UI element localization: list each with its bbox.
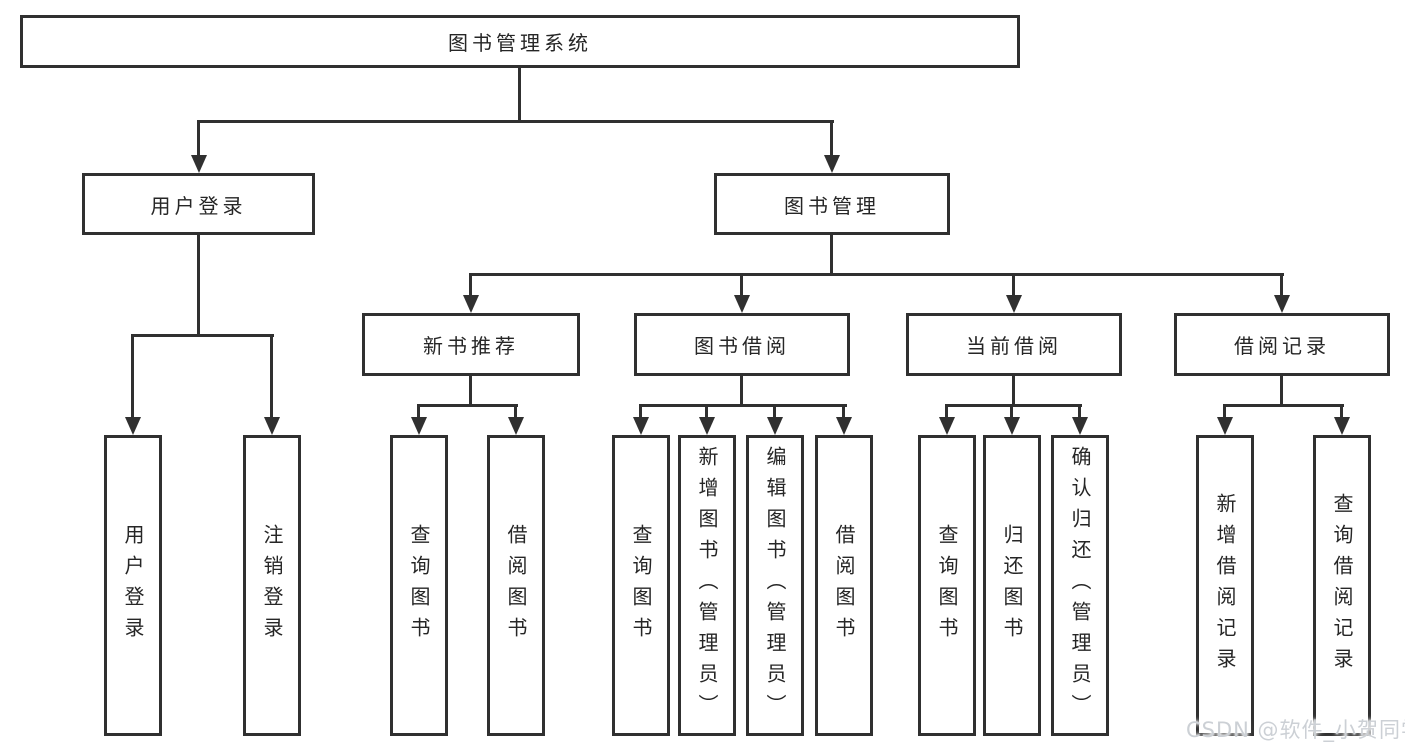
leaf-label: 用户登录	[121, 523, 145, 648]
connector-branch	[1223, 404, 1344, 407]
connector-stem	[1078, 406, 1081, 419]
connector-stem	[705, 406, 708, 419]
connector-bookmgmt-stub	[830, 235, 833, 275]
connector-stem	[830, 122, 833, 157]
leaf-add-book-admin: 新增图书（管理员）	[678, 435, 736, 736]
connector-stem	[469, 275, 472, 297]
leaf-query-books-recommend: 查询图书	[390, 435, 448, 736]
node-book-borrowing: 图书借阅	[634, 313, 850, 376]
connector-branch	[639, 404, 847, 407]
leaf-return-books: 归还图书	[983, 435, 1041, 736]
leaf-confirm-return-admin: 确认归还（管理员）	[1051, 435, 1109, 736]
connector-stem	[514, 406, 517, 419]
node-user-login: 用户登录	[82, 173, 315, 235]
arrow-down-icon	[939, 417, 955, 435]
connector-userlogin-stub	[197, 235, 200, 336]
connector-stem	[740, 275, 743, 297]
arrow-down-icon	[1217, 417, 1233, 435]
csdn-watermark: CSDN @软件_小贺同学	[1186, 718, 1405, 742]
leaf-query-books-current: 查询图书	[918, 435, 976, 736]
connector-stem	[1010, 406, 1013, 419]
arrow-down-icon	[264, 417, 280, 435]
connector-stem	[1280, 275, 1283, 297]
node-label: 图书管理系统	[448, 31, 592, 55]
connector-level1-branch	[197, 120, 834, 123]
arrow-down-icon	[1334, 417, 1350, 435]
arrow-down-icon	[824, 155, 840, 173]
arrow-down-icon	[836, 417, 852, 435]
leaf-label: 注销登录	[260, 523, 284, 648]
connector-stub	[1280, 376, 1283, 406]
connector-stem	[639, 406, 642, 419]
leaf-add-borrow-record: 新增借阅记录	[1196, 435, 1254, 736]
arrow-down-icon	[1072, 417, 1088, 435]
connector-stem	[945, 406, 948, 419]
node-label: 借阅记录	[1234, 334, 1330, 358]
connector-stem	[131, 336, 134, 419]
arrow-down-icon	[411, 417, 427, 435]
node-current-borrowing: 当前借阅	[906, 313, 1122, 376]
arrow-down-icon	[1274, 295, 1290, 313]
leaf-query-books-borrow: 查询图书	[612, 435, 670, 736]
connector-branch	[945, 404, 1082, 407]
connector-stem	[417, 406, 420, 419]
leaf-label: 查询图书	[407, 523, 431, 648]
arrow-down-icon	[734, 295, 750, 313]
connector-stem	[1223, 406, 1226, 419]
leaf-user-login: 用户登录	[104, 435, 162, 736]
connector-level3-branch	[469, 273, 1284, 276]
connector-stem	[842, 406, 845, 419]
leaf-logout: 注销登录	[243, 435, 301, 736]
connector-stem	[1340, 406, 1343, 419]
arrow-down-icon	[633, 417, 649, 435]
arrow-down-icon	[767, 417, 783, 435]
leaf-borrow-books-recommend: 借阅图书	[487, 435, 545, 736]
node-label: 用户登录	[150, 193, 247, 218]
leaf-label: 编辑图书（管理员）	[763, 446, 787, 725]
leaf-label: 归还图书	[1000, 523, 1024, 648]
leaf-label: 查询图书	[629, 523, 653, 648]
node-label: 图书管理	[784, 193, 880, 218]
node-label: 新书推荐	[423, 334, 519, 358]
leaf-query-borrow-record: 查询借阅记录	[1313, 435, 1371, 736]
arrow-down-icon	[508, 417, 524, 435]
leaf-label: 新增借阅记录	[1213, 492, 1237, 679]
leaf-label: 新增图书（管理员）	[695, 446, 719, 725]
leaf-label: 查询借阅记录	[1330, 492, 1354, 679]
connector-branch	[417, 404, 518, 407]
connector-stem	[197, 122, 200, 157]
connector-stem	[1012, 275, 1015, 297]
leaf-edit-book-admin: 编辑图书（管理员）	[746, 435, 804, 736]
leaf-borrow-books: 借阅图书	[815, 435, 873, 736]
arrow-down-icon	[1006, 295, 1022, 313]
arrow-down-icon	[125, 417, 141, 435]
arrow-down-icon	[191, 155, 207, 173]
leaf-label: 借阅图书	[832, 523, 856, 648]
node-label: 当前借阅	[966, 334, 1062, 358]
node-library-management-system: 图书管理系统	[20, 15, 1020, 68]
arrow-down-icon	[699, 417, 715, 435]
node-borrowing-records: 借阅记录	[1174, 313, 1390, 376]
connector-stub	[740, 376, 743, 406]
node-new-book-recommend: 新书推荐	[362, 313, 580, 376]
connector-root-stub	[518, 68, 521, 123]
node-book-management: 图书管理	[714, 173, 950, 235]
node-label: 图书借阅	[694, 334, 790, 358]
connector-stem	[270, 336, 273, 419]
leaf-label: 借阅图书	[504, 523, 528, 648]
leaf-label: 确认归还（管理员）	[1068, 446, 1092, 725]
connector-stub	[1012, 376, 1015, 406]
arrow-down-icon	[1004, 417, 1020, 435]
arrow-down-icon	[463, 295, 479, 313]
leaf-label: 查询图书	[935, 523, 959, 648]
connector-stem	[773, 406, 776, 419]
connector-userlogin-branch	[131, 334, 274, 337]
connector-stub	[469, 376, 472, 406]
